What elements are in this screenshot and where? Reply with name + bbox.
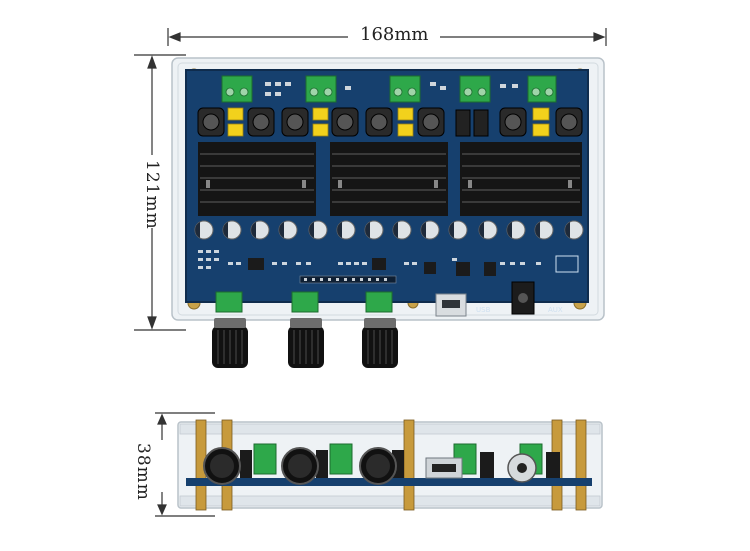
aux-label: AUX bbox=[548, 306, 563, 314]
dimension-depth-line bbox=[155, 412, 215, 517]
aux-jack-icon bbox=[511, 281, 535, 315]
usb-label: USB bbox=[476, 306, 491, 314]
top-view: USB AUX bbox=[171, 57, 605, 368]
height-dimension-label: 121mm bbox=[142, 160, 162, 230]
film-capacitor-icon bbox=[227, 107, 550, 137]
width-dimension-label: 168mm bbox=[360, 24, 429, 45]
heatsink bbox=[198, 142, 582, 216]
aux-jack-side-icon bbox=[507, 453, 537, 483]
knob-side-icon bbox=[203, 447, 397, 485]
side-view bbox=[177, 419, 603, 511]
volume-knob-icon bbox=[212, 318, 398, 368]
potentiometer-icon bbox=[215, 291, 393, 313]
usb-port-side-icon bbox=[425, 457, 463, 479]
dimension-width-line bbox=[167, 28, 607, 46]
speaker-terminal-icon bbox=[221, 75, 557, 103]
electrolytic-capacitor-icon bbox=[194, 220, 584, 240]
inductor-icon bbox=[197, 107, 583, 137]
dimension-height-line bbox=[134, 54, 186, 331]
usb-port-icon bbox=[435, 293, 467, 317]
depth-dimension-label: 38mm bbox=[133, 443, 153, 501]
